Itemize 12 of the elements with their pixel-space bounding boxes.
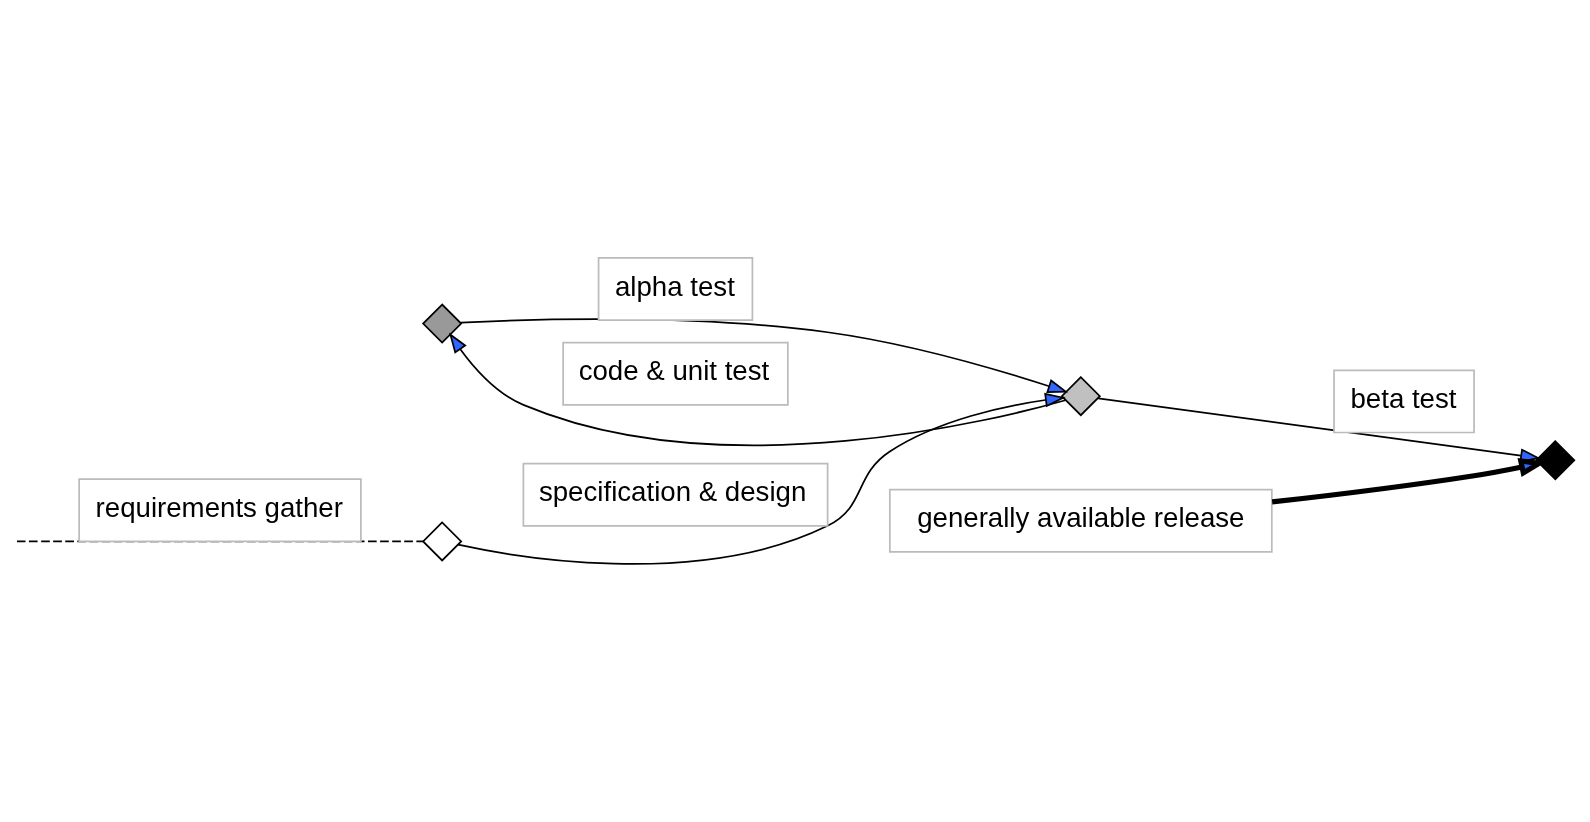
edge-label: alpha test	[614, 270, 735, 302]
node-diamond	[1060, 375, 1102, 417]
edge-label: beta test	[1350, 382, 1457, 414]
node-box: generally available release	[888, 488, 1273, 553]
edge-label: code & unit test	[578, 355, 770, 387]
node-diamond	[421, 521, 463, 562]
arrow	[449, 332, 1067, 446]
arrow	[457, 392, 1066, 565]
node-diamond	[1535, 439, 1576, 481]
edge-label: requirements gather	[95, 491, 343, 523]
node-diamond	[421, 303, 463, 344]
edge-label: specification & design	[538, 476, 807, 508]
